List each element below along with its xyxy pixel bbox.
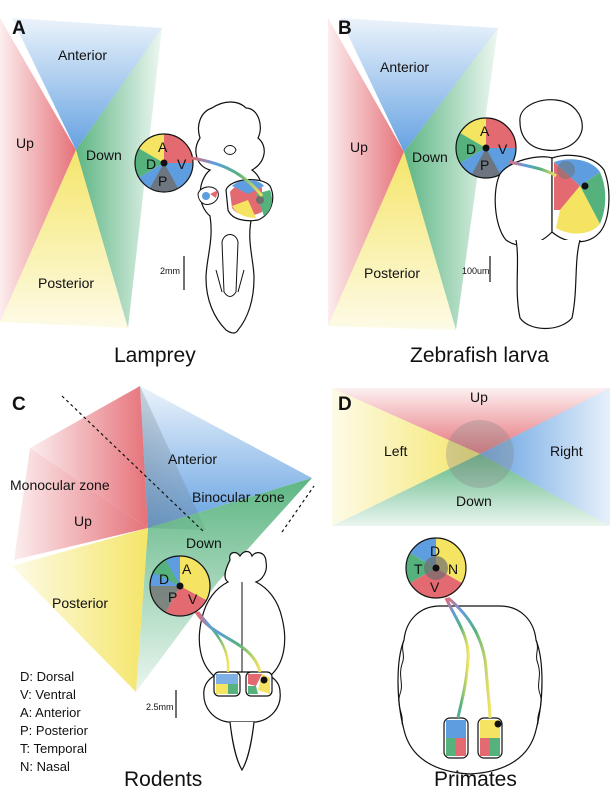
panel-a-species: Lamprey xyxy=(114,344,196,367)
panel-d-right-label: Right xyxy=(550,443,583,459)
panel-c-anterior-label: Anterior xyxy=(168,451,217,467)
panel-c-letter: C xyxy=(12,394,26,415)
panel-d: D Up Left Right Down D T N V xyxy=(332,388,610,791)
panel-b-up-label: Up xyxy=(350,139,368,155)
panel-a-posterior-label: Posterior xyxy=(38,275,94,291)
panel-c-eye: A D V P xyxy=(149,555,211,617)
panel-a-brain xyxy=(191,101,274,334)
panel-a-down-sector xyxy=(76,28,162,328)
panel-b-up-sector xyxy=(328,18,404,326)
panel-c-down-label: Down xyxy=(186,535,222,551)
panel-d-eye-t: T xyxy=(414,561,423,577)
panel-d-down-label: Down xyxy=(456,493,492,509)
panel-c-up-sector xyxy=(30,386,148,528)
legend: D: Dorsal V: Ventral A: Anterior P: Post… xyxy=(20,669,89,774)
legend-item-nasal: N: Nasal xyxy=(20,759,70,774)
panel-b-eye-d: D xyxy=(466,141,476,157)
panel-a-down-label: Down xyxy=(86,147,122,163)
panel-a-eye-p: P xyxy=(158,173,167,189)
panel-d-down-sector xyxy=(332,454,610,526)
panel-a-scale-label: 2mm xyxy=(160,266,180,276)
panel-d-visual-field xyxy=(332,388,610,526)
panel-d-left-label: Left xyxy=(384,443,407,459)
panel-d-right-sector xyxy=(480,388,610,526)
panel-d-brain xyxy=(397,596,543,775)
panel-a-up-label: Up xyxy=(16,135,34,151)
panel-b-visual-field xyxy=(328,18,498,330)
legend-item-ventral: V: Ventral xyxy=(20,687,76,702)
panel-b-eye-v: V xyxy=(498,141,508,157)
panel-c-posterior-sector xyxy=(12,528,148,692)
panel-d-eye-v: V xyxy=(430,579,440,595)
panel-b-letter: B xyxy=(338,18,352,39)
panel-d-eye-d: D xyxy=(430,543,440,559)
panel-a-eye-v: V xyxy=(177,156,187,172)
panel-c-midline-left xyxy=(61,395,205,533)
panel-d-letter: D xyxy=(338,394,352,415)
panel-a-anterior-sector xyxy=(12,18,162,150)
panel-b-eye: A D V P xyxy=(455,117,517,179)
panel-a: A Anterior Up Down Posterior A D V P xyxy=(0,18,274,367)
panel-c-eye-p: P xyxy=(168,589,177,605)
panel-b-anterior-sector xyxy=(340,18,498,152)
panel-b-eye-p: P xyxy=(480,157,489,173)
panel-b-posterior-sector xyxy=(328,152,456,330)
panel-d-up-label: Up xyxy=(470,389,488,405)
panel-c-eye-v: V xyxy=(188,591,198,607)
panel-d-species: Primates xyxy=(434,768,517,791)
legend-item-anterior: A: Anterior xyxy=(20,705,81,720)
panel-a-eye-d: D xyxy=(146,156,156,172)
panel-c-brain xyxy=(194,550,286,772)
panel-c-scale-label: 2.5mm xyxy=(146,702,174,712)
legend-item-dorsal: D: Dorsal xyxy=(20,669,74,684)
legend-item-posterior: P: Posterior xyxy=(20,723,89,738)
panel-c-binocular-sector xyxy=(140,386,206,530)
panel-c-monocular-label: Monocular zone xyxy=(10,477,110,493)
panel-b-down-label: Down xyxy=(412,149,448,165)
panel-a-eye: A D V P xyxy=(134,133,194,193)
panel-d-up-sector xyxy=(332,388,610,454)
panel-b-anterior-label: Anterior xyxy=(380,59,429,75)
panel-c-up-label: Up xyxy=(74,513,92,529)
panel-c-monocular-up-sector xyxy=(14,448,148,560)
panel-d-eye-n: N xyxy=(448,561,458,577)
panel-c-eye-a: A xyxy=(182,561,192,577)
panel-a-eye-a: A xyxy=(158,139,168,155)
panel-a-up-sector xyxy=(0,18,76,322)
panel-d-fovea xyxy=(446,420,514,488)
panel-c-posterior-label: Posterior xyxy=(52,595,108,611)
panel-a-posterior-sector xyxy=(0,150,128,328)
panel-a-visual-field xyxy=(0,18,162,328)
legend-item-temporal: T: Temporal xyxy=(20,741,87,756)
panel-b-down-sector xyxy=(404,28,498,330)
panel-d-eye: D T N V xyxy=(405,537,467,599)
panel-b: B Anterior Up Down Posterior A D V P xyxy=(328,18,610,367)
panel-b-posterior-label: Posterior xyxy=(364,265,420,281)
panel-a-anterior-label: Anterior xyxy=(58,47,107,63)
panel-a-letter: A xyxy=(12,18,26,39)
panel-c-binocular-label: Binocular zone xyxy=(192,489,285,505)
panel-c-eye-d: D xyxy=(159,571,169,587)
panel-b-scale-label: 100um xyxy=(462,266,490,276)
panel-b-eye-a: A xyxy=(480,123,490,139)
panel-c-visual-field xyxy=(12,386,312,692)
panel-c-down-sector xyxy=(136,478,312,692)
panel-b-species: Zebrafish larva xyxy=(410,344,549,367)
panel-c: C Anterior Monocular zone Binocular zone… xyxy=(10,386,315,791)
panel-c-species: Rodents xyxy=(124,768,202,791)
panel-d-left-sector xyxy=(332,388,480,526)
panel-b-brain xyxy=(494,99,610,329)
